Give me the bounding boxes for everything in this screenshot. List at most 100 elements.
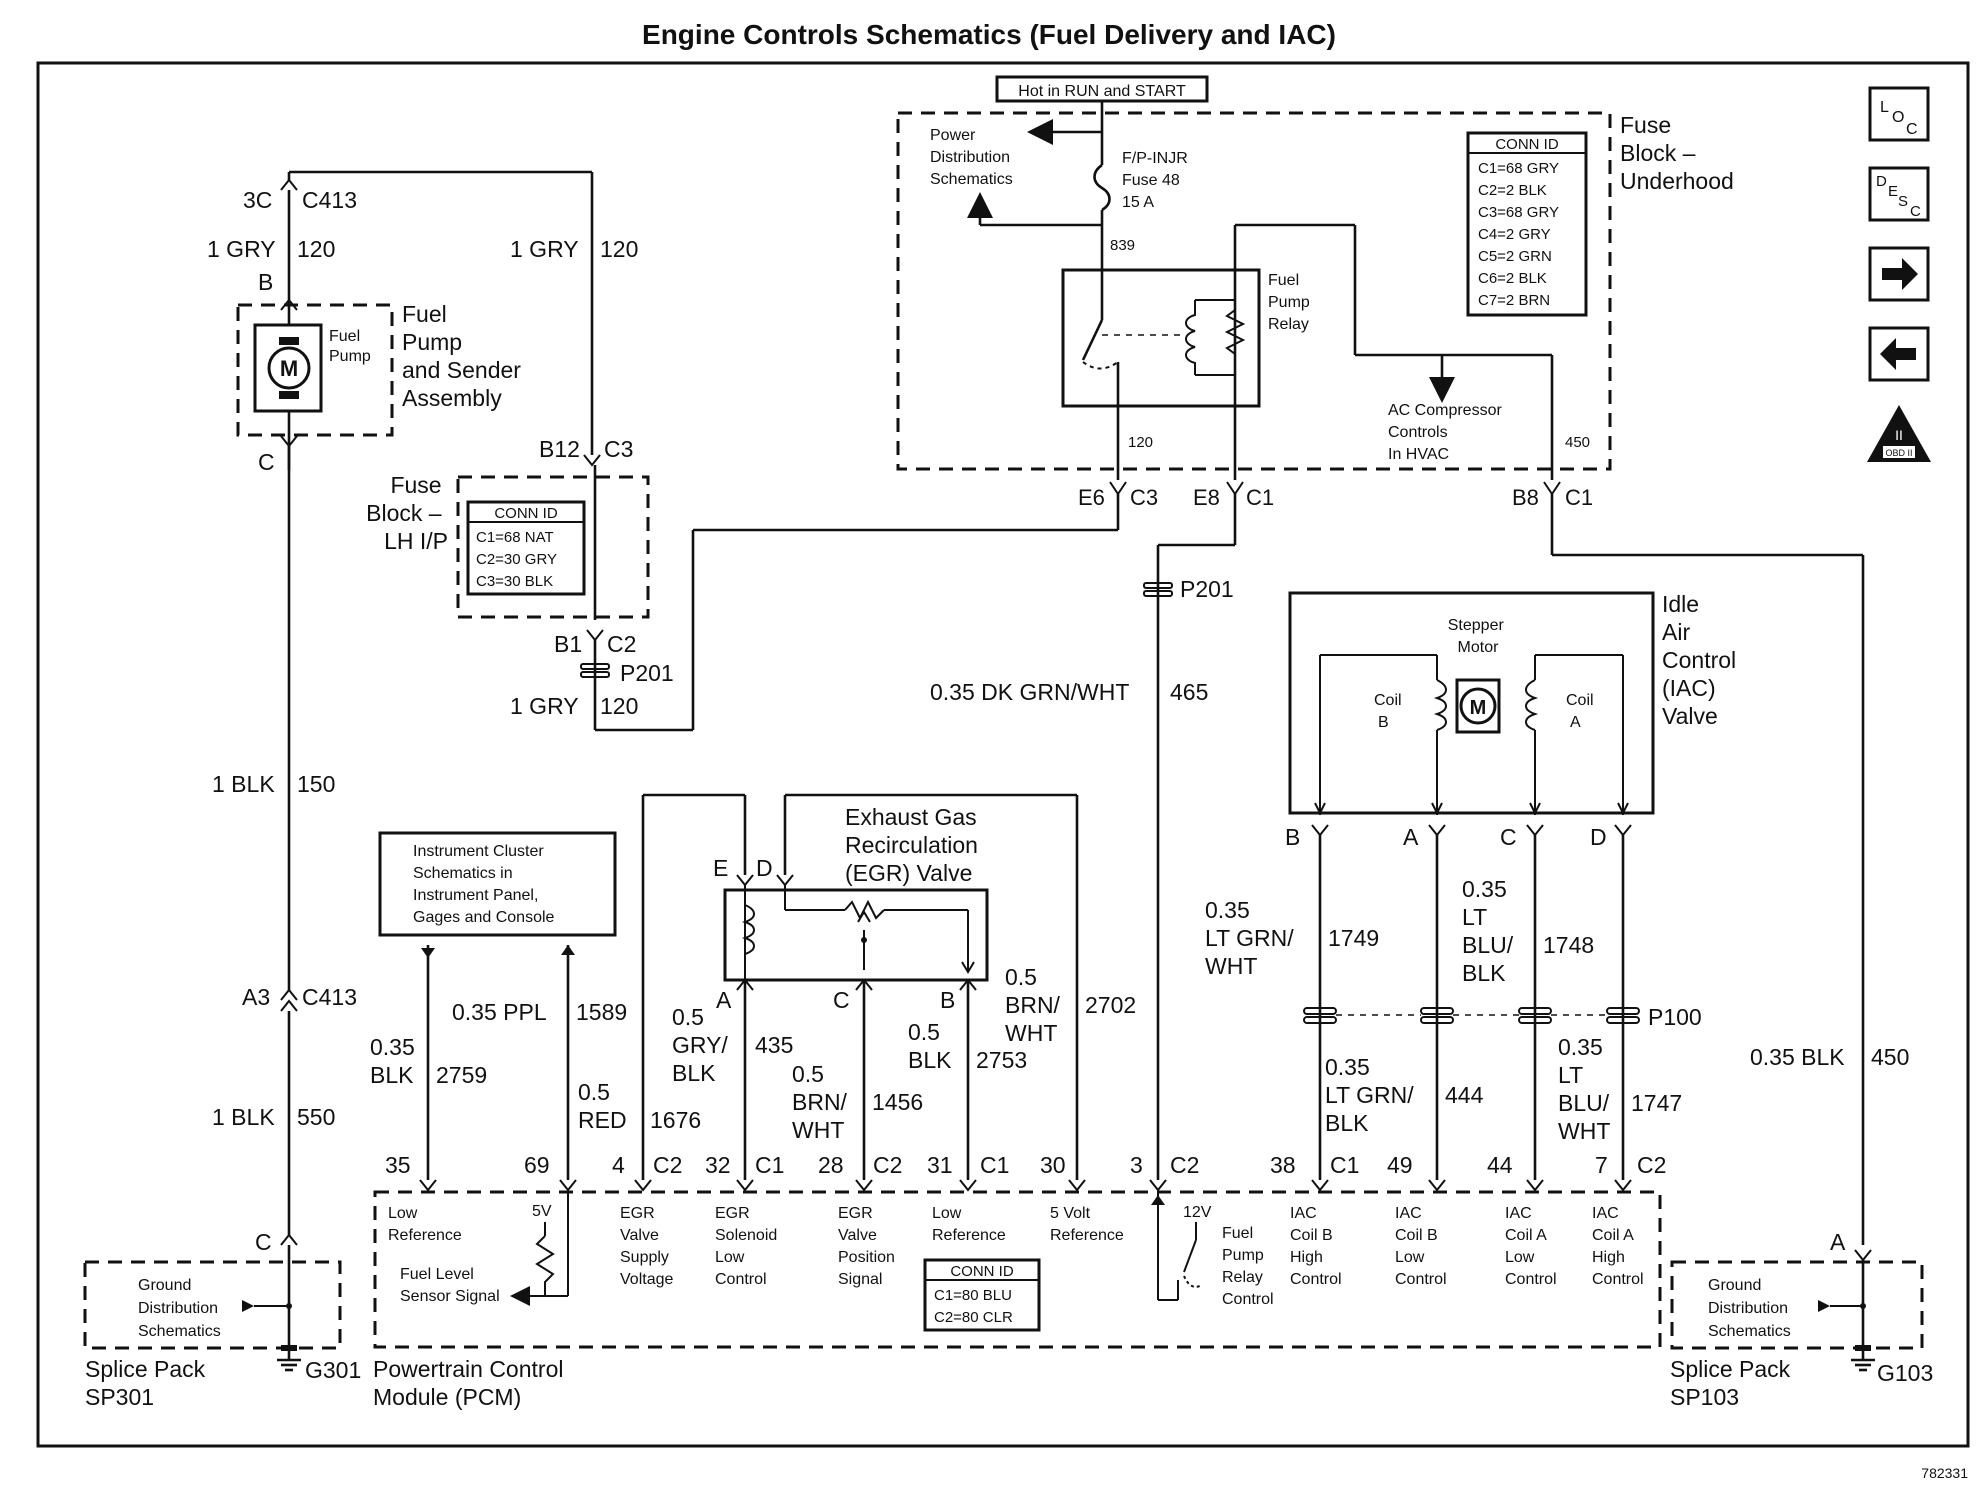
forward-arrow-icon[interactable] (1868, 246, 1930, 302)
fuse-block-underhood-title: Fuse Block – Underhood (1620, 112, 1734, 194)
svg-text:C413: C413 (302, 984, 357, 1010)
svg-text:D: D (756, 855, 773, 881)
ground-right-label: Ground Distribution Schematics (1708, 1277, 1792, 1340)
instrument-cluster-box[interactable] (378, 831, 617, 937)
svg-text:C: C (833, 987, 850, 1013)
svg-text:C1: C1 (1565, 485, 1593, 510)
wire-ltgrn-444: 0.35 LT GRN/ BLK 444 (1325, 1054, 1484, 1136)
svg-text:C1=68 NAT: C1=68 NAT (476, 529, 554, 546)
svg-text:C1: C1 (980, 1152, 1009, 1178)
wire-blk-550: 1 BLK 550 (212, 1104, 335, 1130)
svg-text:B8: B8 (1512, 485, 1539, 510)
svg-text:A3: A3 (242, 984, 270, 1010)
svg-text:C2: C2 (1637, 1152, 1666, 1178)
wire-gry-120-right: 1 GRY 120 (510, 236, 638, 262)
svg-text:C: C (258, 449, 275, 475)
pcm-egr-solenoid: EGR Solenoid Low Control (715, 1205, 782, 1288)
svg-text:C2=2 BLK: C2=2 BLK (1478, 182, 1547, 199)
svg-text:839: 839 (1110, 237, 1135, 254)
wire-gry-120-left: 1 GRY 120 (207, 236, 335, 262)
svg-text:38: 38 (1270, 1152, 1296, 1178)
svg-text:L: L (1880, 99, 1889, 116)
fuel-pump-relay-label: Fuel Pump Relay (1268, 272, 1314, 333)
fuel-pump-small-label: Fuel Pump (329, 328, 371, 365)
svg-text:C2=30 GRY: C2=30 GRY (476, 551, 557, 568)
svg-text:69: 69 (524, 1152, 550, 1178)
back-arrow-icon[interactable] (1868, 326, 1930, 382)
svg-text:II: II (1895, 427, 1903, 443)
svg-text:D: D (1876, 173, 1887, 190)
egr-title: Exhaust Gas Recirculation (EGR) Valve (845, 804, 984, 886)
svg-text:B1: B1 (554, 631, 582, 657)
pcm-low-reference-1: Low Reference (388, 1205, 462, 1244)
svg-text:B12: B12 (539, 436, 580, 462)
conn-id-lh: CONN ID C1=68 NAT C2=30 GRY C3=30 BLK (466, 500, 586, 596)
svg-text:C2: C2 (873, 1152, 902, 1178)
conn-id-pcm: CONN ID C1=80 BLU C2=80 CLR (923, 1258, 1041, 1332)
svg-text:E: E (713, 855, 728, 881)
ground-left-box[interactable] (83, 1260, 342, 1350)
fuel-pump-relay (1061, 268, 1261, 408)
conn-id-underhood: CONN ID C1=68 GRY C2=2 BLK C3=68 GRY C4=… (1466, 131, 1588, 317)
iac-title: Idle Air Control (IAC) Valve (1662, 591, 1743, 729)
svg-text:7: 7 (1595, 1152, 1608, 1178)
fuel-level-resistor (535, 1235, 555, 1296)
svg-text:C1: C1 (1330, 1152, 1359, 1178)
wire-blk-150: 1 BLK 150 (212, 771, 335, 797)
svg-text:A: A (1403, 824, 1419, 850)
power-distribution-label[interactable]: Power Distribution Schematics (930, 127, 1014, 188)
pcm-5-volt-reference: 5 Volt Reference (1050, 1205, 1124, 1244)
svg-text:CONN ID: CONN ID (1495, 136, 1559, 153)
svg-text:C1=80 BLU: C1=80 BLU (934, 1287, 1012, 1304)
svg-text:3: 3 (1130, 1152, 1143, 1178)
figure-id: 782331 (1921, 1465, 1968, 1481)
svg-text:M: M (1470, 697, 1487, 719)
svg-text:32: 32 (705, 1152, 731, 1178)
egr-valve-box (723, 888, 989, 982)
pcm-iac-coil-b-high: IAC Coil B High Control (1290, 1205, 1342, 1288)
svg-text:C2=80 CLR: C2=80 CLR (934, 1309, 1013, 1326)
fuse-block-underhood-box (896, 111, 1612, 471)
svg-text:S: S (1898, 193, 1908, 210)
wire-ltgrn-1749: 0.35 LT GRN/ WHT 1749 (1205, 897, 1379, 979)
svg-text:450: 450 (1565, 434, 1590, 451)
ac-compressor-label[interactable]: AC Compressor Controls In HVAC (1388, 402, 1506, 463)
pcm-iac-coil-b-low: IAC Coil B Low Control (1395, 1205, 1447, 1288)
svg-text:12V: 12V (1183, 1204, 1212, 1221)
desc-icon[interactable]: D E S C (1868, 166, 1930, 222)
wire-red-1676: 0.5 RED 1676 (578, 1079, 701, 1133)
fuse-48-label: F/P-INJR Fuse 48 15 A (1122, 150, 1192, 211)
svg-text:4: 4 (612, 1152, 625, 1178)
splice-pack-sp103: Splice Pack SP103 (1670, 1356, 1797, 1410)
fuse-48 (1093, 163, 1111, 212)
svg-text:D: D (1590, 824, 1607, 850)
pcm-title: Powertrain Control Module (PCM) (373, 1356, 570, 1410)
svg-text:C6=2 BLK: C6=2 BLK (1478, 270, 1547, 287)
pcm-egr-position: EGR Valve Position Signal (838, 1205, 899, 1288)
svg-text:B: B (940, 987, 955, 1013)
svg-text:49: 49 (1387, 1152, 1413, 1178)
ground-left-label: Ground Distribution Schematics (138, 1277, 222, 1340)
pcm-box (373, 1190, 1662, 1349)
pcm-iac-coil-a-low: IAC Coil A Low Control (1505, 1205, 1557, 1288)
svg-text:C1: C1 (1246, 485, 1274, 510)
wire-blk-2753: 0.5 BLK 2753 (908, 1019, 1027, 1073)
svg-text:44: 44 (1487, 1152, 1513, 1178)
svg-text:C1=68 GRY: C1=68 GRY (1478, 160, 1559, 177)
svg-text:C3=30 BLK: C3=30 BLK (476, 573, 553, 590)
svg-text:OBD II: OBD II (1885, 448, 1912, 458)
wire-ltblu-1748: 0.35 LT BLU/ BLK 1748 (1462, 876, 1594, 986)
outer-border (36, 61, 1970, 1448)
pcm-fuel-pump-relay-control: Fuel Pump Relay Control (1222, 1225, 1274, 1308)
wire-gry-120-low: 1 GRY 120 (510, 693, 638, 719)
iac-stepper-motor (1455, 678, 1501, 734)
loc-icon[interactable]: L O C (1868, 86, 1930, 142)
coil-b-label: Coil B (1374, 692, 1406, 731)
ground-right-box[interactable] (1670, 1260, 1924, 1350)
svg-text:CONN ID: CONN ID (950, 1263, 1014, 1280)
svg-text:3C: 3C (243, 187, 272, 213)
svg-text:120: 120 (1128, 434, 1153, 451)
obd-ii-icon[interactable]: OBD II II (1867, 405, 1931, 462)
splice-p201-mid (1143, 582, 1173, 597)
